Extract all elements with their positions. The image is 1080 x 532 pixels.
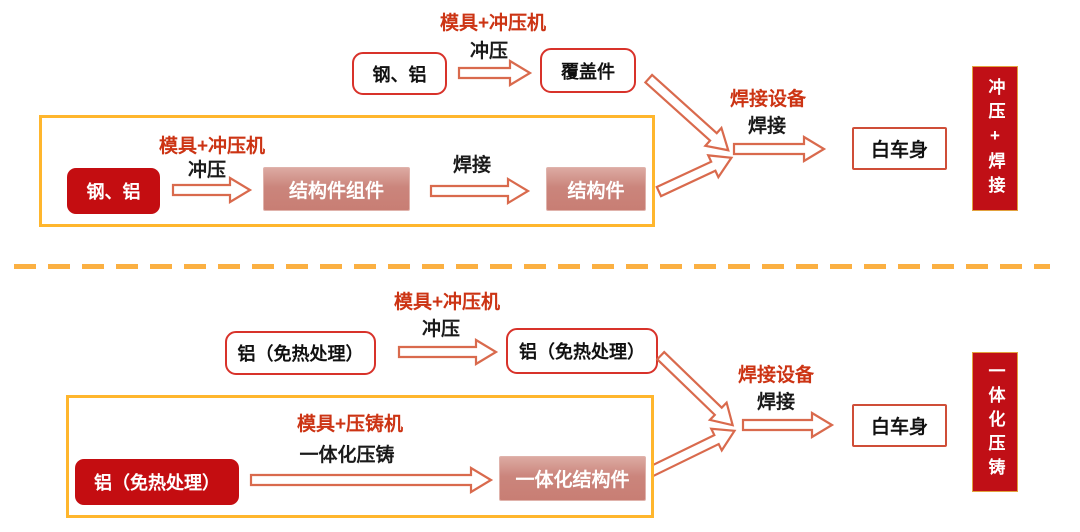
stamping-arrow-container-top <box>171 176 253 204</box>
top-container-weld-label: 焊接 <box>452 155 491 176</box>
weld-arrow-container-top <box>429 177 531 205</box>
top-weld-equipment-label: 焊接设备 <box>729 89 806 110</box>
bottom-container-input-box: 铝（免热处理） <box>75 459 239 505</box>
bottom-upper-tool-label: 模具+冲压机 <box>393 292 501 313</box>
weld-arrow-top <box>732 135 827 163</box>
top-container-input-box: 钢、铝 <box>67 168 160 214</box>
top-input-steel-aluminum-box: 钢、铝 <box>352 52 447 95</box>
top-cover-parts-box: 覆盖件 <box>540 48 636 93</box>
top-container-process-label: 冲压 <box>187 160 226 181</box>
bottom-body-in-white-box: 白车身 <box>852 404 947 447</box>
diagonal-arrow-casting-to-weld <box>644 417 743 484</box>
top-structural-part-box: 结构件 <box>546 167 646 211</box>
section-divider-dashed <box>14 264 1050 269</box>
top-structural-assembly-box: 结构件组件 <box>263 167 410 211</box>
bottom-container-tool-label: 模具+压铸机 <box>296 414 404 435</box>
bottom-integrated-part-box: 一体化结构件 <box>499 456 646 501</box>
bottom-upper-process-label: 冲压 <box>421 319 460 340</box>
diagonal-arrow-cover-to-weld <box>639 68 739 162</box>
top-section-banner: 冲压+焊接 <box>972 66 1018 211</box>
bottom-weld-process-label: 焊接 <box>756 392 795 413</box>
bottom-weld-equipment-label: 焊接设备 <box>737 365 814 386</box>
top-body-in-white-box: 白车身 <box>852 127 947 170</box>
stamping-arrow-top <box>457 59 533 87</box>
bottom-aluminum-output-box: 铝（免热处理） <box>506 328 658 374</box>
top-upper-tool-label: 模具+冲压机 <box>439 13 547 34</box>
bottom-input-aluminum-box: 铝（免热处理） <box>225 331 376 375</box>
diagonal-arrow-aluminum-to-weld <box>650 345 744 437</box>
stamping-arrow-bottom <box>397 338 499 366</box>
top-container-tool-label: 模具+冲压机 <box>158 136 266 157</box>
top-weld-process-label: 焊接 <box>747 116 786 137</box>
bottom-section-banner: 一体化压铸 <box>972 352 1018 492</box>
top-upper-process-label: 冲压 <box>469 41 508 62</box>
casting-arrow-container-bottom <box>249 466 494 494</box>
diagonal-arrow-structure-to-weld <box>652 144 739 204</box>
weld-arrow-bottom <box>741 411 835 439</box>
bottom-container-process-label: 一体化压铸 <box>299 445 395 466</box>
